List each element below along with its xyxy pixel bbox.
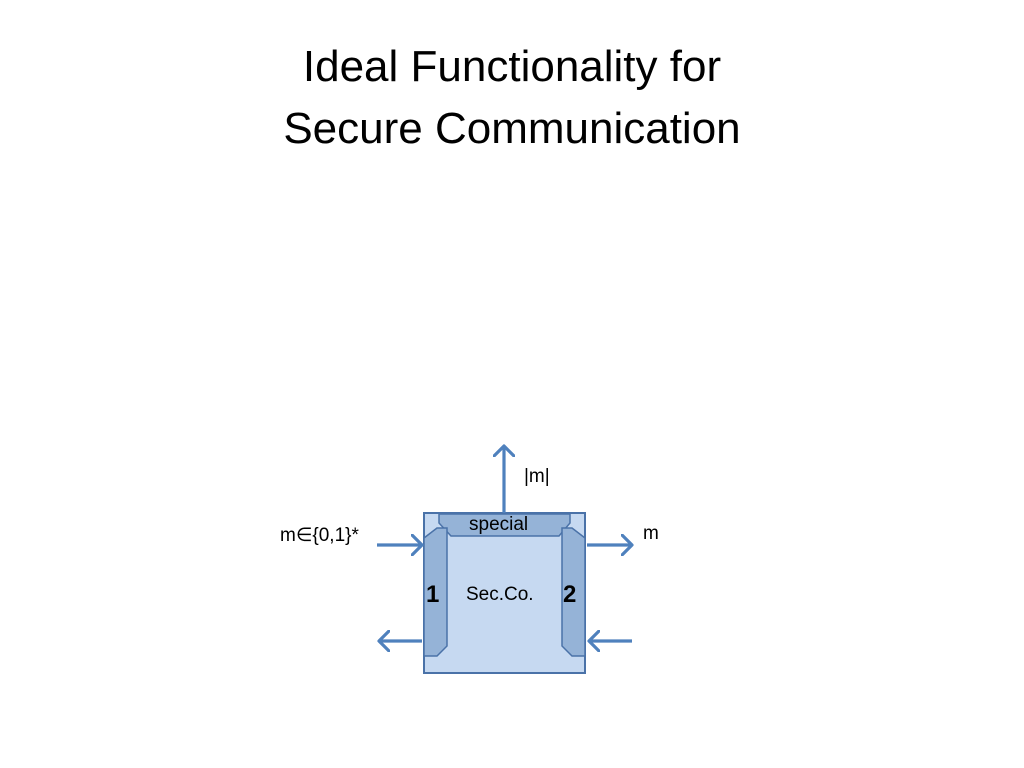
special-label: special — [469, 514, 529, 535]
sec-co-box — [423, 512, 586, 674]
special-port-tab — [438, 513, 571, 537]
port-2-tab — [561, 527, 586, 657]
slide-title: Ideal Functionality for Secure Communica… — [0, 36, 1024, 160]
port-1-label: 1 — [426, 581, 440, 608]
port-1-tab — [423, 527, 448, 657]
leak-label: |m| — [524, 466, 550, 487]
box-label: Sec.Co. — [466, 584, 534, 605]
output-label: m — [643, 523, 659, 544]
port-2-label: 2 — [563, 581, 577, 608]
input-label: m∈{0,1}* — [280, 525, 359, 546]
title-line-1: Ideal Functionality for — [302, 42, 722, 91]
title-line-2: Secure Communication — [283, 104, 741, 153]
